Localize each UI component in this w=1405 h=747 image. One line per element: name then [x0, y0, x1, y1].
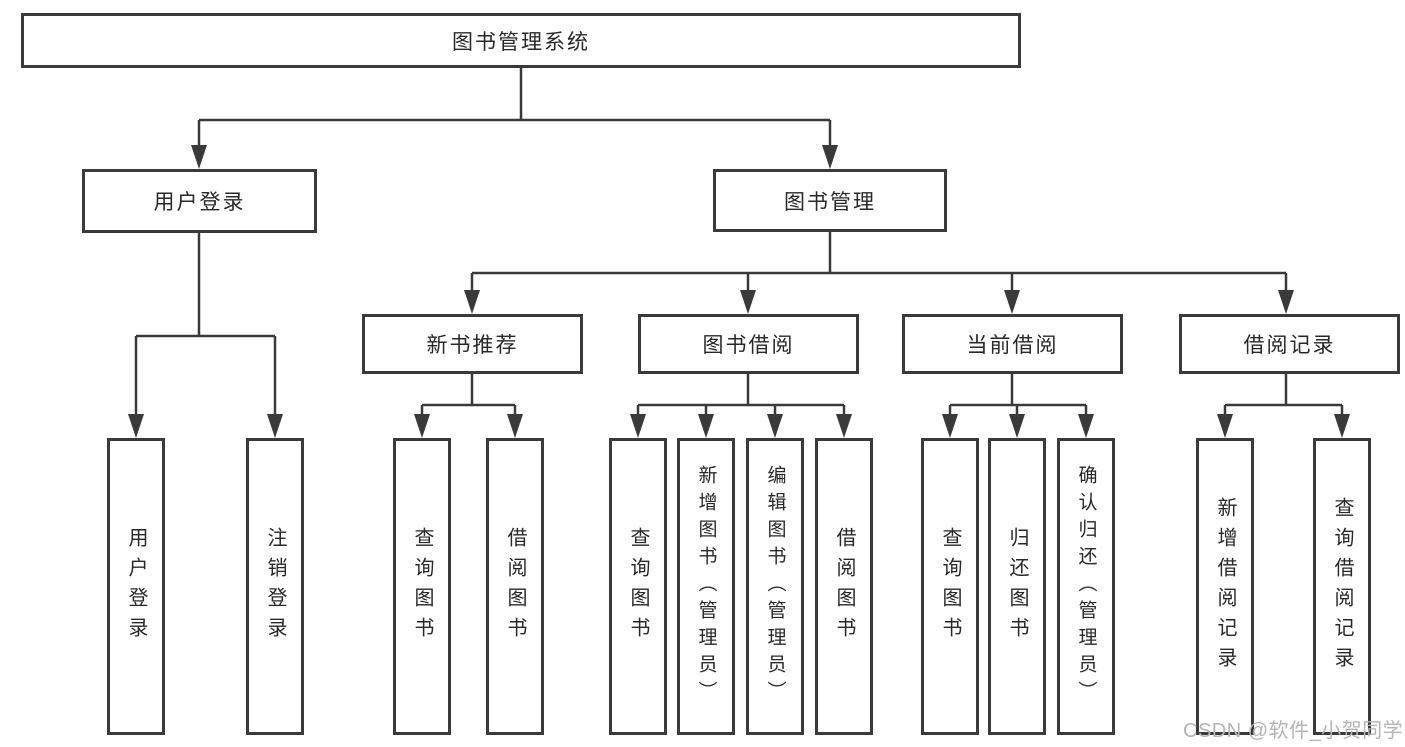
watermark-text: CSDN @软件_小贺同学 — [1183, 720, 1404, 742]
node-book-borrow-label: 图书借阅 — [702, 334, 795, 357]
leaf-logout-label: 注销登录 — [264, 526, 286, 647]
node-borrow-records-label: 借阅记录 — [1243, 334, 1336, 357]
leaf-cb-return-books-label: 归还图书 — [1006, 526, 1028, 647]
leaf-cb-return-books: 归还图书 — [988, 438, 1046, 735]
leaf-br-add-record: 新增借阅记录 — [1196, 438, 1254, 735]
leaf-br-query-record-label: 查询借阅记录 — [1331, 496, 1353, 677]
node-current-borrow-label: 当前借阅 — [966, 334, 1059, 357]
leaf-nb-borrow-books: 借阅图书 — [486, 438, 544, 735]
leaf-br-add-record-label: 新增借阅记录 — [1214, 496, 1236, 677]
leaf-br-query-record: 查询借阅记录 — [1313, 438, 1371, 735]
node-book-management: 图书管理 — [713, 169, 947, 232]
leaf-bb-edit-books-admin: 编辑图书（管理员） — [746, 438, 804, 735]
node-current-borrow: 当前借阅 — [902, 314, 1123, 374]
node-book-management-label: 图书管理 — [784, 190, 876, 214]
leaf-nb-query-books: 查询图书 — [393, 438, 451, 735]
leaf-bb-borrow-books-label: 借阅图书 — [833, 526, 855, 647]
leaf-user-login-label: 用户登录 — [125, 526, 147, 647]
leaf-nb-borrow-books-label: 借阅图书 — [504, 526, 526, 647]
node-user-login: 用户登录 — [82, 169, 317, 233]
node-book-borrow: 图书借阅 — [638, 314, 859, 374]
leaf-bb-add-books-admin-label: 新增图书（管理员） — [695, 465, 717, 708]
leaf-cb-query-books-label: 查询图书 — [939, 526, 961, 647]
leaf-user-login: 用户登录 — [107, 438, 165, 735]
leaf-cb-query-books: 查询图书 — [921, 438, 979, 735]
node-borrow-records: 借阅记录 — [1179, 314, 1400, 374]
leaf-cb-confirm-return-admin-label: 确认归还（管理员） — [1075, 465, 1097, 708]
node-new-book-recommend: 新书推荐 — [362, 314, 583, 374]
leaf-bb-borrow-books: 借阅图书 — [815, 438, 873, 735]
node-root-label: 图书管理系统 — [452, 30, 590, 54]
node-new-book-recommend-label: 新书推荐 — [426, 334, 519, 357]
leaf-bb-query-books: 查询图书 — [609, 438, 667, 735]
leaf-logout: 注销登录 — [246, 438, 304, 735]
node-user-login-label: 用户登录 — [153, 191, 246, 214]
leaf-cb-confirm-return-admin: 确认归还（管理员） — [1057, 438, 1115, 735]
leaf-bb-add-books-admin: 新增图书（管理员） — [677, 438, 735, 735]
leaf-bb-query-books-label: 查询图书 — [627, 526, 649, 647]
leaf-bb-edit-books-admin-label: 编辑图书（管理员） — [764, 465, 786, 708]
leaf-nb-query-books-label: 查询图书 — [411, 526, 433, 647]
node-root: 图书管理系统 — [21, 13, 1021, 68]
